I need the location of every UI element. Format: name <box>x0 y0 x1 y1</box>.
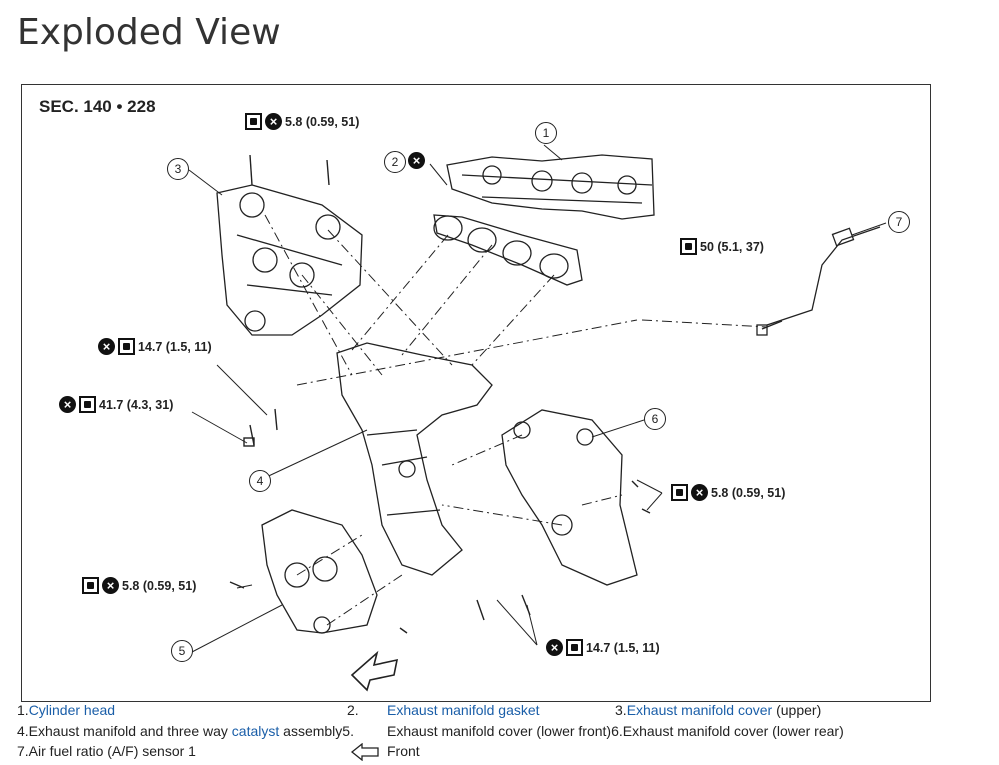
legend-item-front <box>350 743 380 762</box>
torque-spec-nut-left: × 41.7 (4.3, 31) <box>59 396 173 413</box>
torque-spec-right: × 5.8 (0.59, 51) <box>671 484 785 501</box>
legend-number: 3. <box>615 702 627 718</box>
exhaust-manifold-cover-upper <box>216 184 363 336</box>
front-arrow-icon <box>350 743 379 762</box>
diagram-drawing <box>188 144 887 692</box>
legend-item-3: 3.Exhaust manifold cover (upper) <box>615 702 821 718</box>
torque-wrench-icon <box>79 396 96 413</box>
torque-spec-lower-left: × 5.8 (0.59, 51) <box>82 577 196 594</box>
parts-legend: 1.Cylinder head 2. Exhaust manifold gask… <box>17 702 977 764</box>
torque-value: 14.7 (1.5, 11) <box>586 640 660 655</box>
torque-value: 5.8 (0.59, 51) <box>122 578 197 593</box>
do-not-reuse-icon: × <box>59 396 76 413</box>
torque-wrench-icon <box>680 238 697 255</box>
torque-spec-stud-left: × 14.7 (1.5, 11) <box>98 338 212 355</box>
legend-number-2: 2. <box>347 702 359 718</box>
legend-row: 7.Air fuel ratio (A/F) sensor 1 Front <box>17 743 977 764</box>
link-cylinder-head[interactable]: Cylinder head <box>28 702 116 718</box>
torque-wrench-icon <box>82 577 99 594</box>
front-arrow-shape <box>350 650 399 692</box>
callout-4: 4 <box>249 470 271 492</box>
do-not-reuse-icon: × <box>691 484 708 501</box>
torque-spec-top: × 5.8 (0.59, 51) <box>245 113 359 130</box>
link-catalyst[interactable]: catalyst <box>231 722 280 739</box>
callout-2: 2 <box>384 151 406 173</box>
legend-number: 1. <box>17 702 29 718</box>
callout-7: 7 <box>888 211 910 233</box>
do-not-reuse-icon: × <box>408 152 425 169</box>
legend-item-1: 1.Cylinder head <box>17 702 115 718</box>
legend-row: 4.Exhaust manifold and three way catalys… <box>17 723 977 744</box>
exhaust-manifold-gasket <box>433 214 583 286</box>
exhaust-manifold-cover-lower-front <box>261 509 378 634</box>
torque-value: 50 (5.1, 37) <box>700 239 764 254</box>
legend-row: 1.Cylinder head 2. Exhaust manifold gask… <box>17 702 977 723</box>
do-not-reuse-icon: × <box>102 577 119 594</box>
torque-spec-bottom: × 14.7 (1.5, 11) <box>546 639 660 656</box>
link-exhaust-manifold-cover[interactable]: Exhaust manifold cover <box>626 702 773 718</box>
callout-6: 6 <box>644 408 666 430</box>
do-not-reuse-icon: × <box>265 113 282 130</box>
do-not-reuse-icon: × <box>98 338 115 355</box>
torque-spec-sensor: 50 (5.1, 37) <box>680 238 764 255</box>
torque-value: 14.7 (1.5, 11) <box>138 339 212 354</box>
torque-wrench-icon <box>566 639 583 656</box>
callout-3: 3 <box>167 158 189 180</box>
torque-value: 5.8 (0.59, 51) <box>285 114 360 129</box>
torque-wrench-icon <box>671 484 688 501</box>
torque-value: 41.7 (4.3, 31) <box>99 397 174 412</box>
do-not-reuse-icon: × <box>546 639 563 656</box>
callout-5: 5 <box>171 640 193 662</box>
legend-suffix: (upper) <box>772 702 822 718</box>
legend-text: 4.Exhaust manifold and three way <box>17 722 232 739</box>
legend-item-7: 7.Air fuel ratio (A/F) sensor 1 <box>17 743 196 759</box>
exploded-view-diagram: SEC. 140 • 228 1 2 3 4 5 6 7 × × 5.8 (0.… <box>21 84 931 702</box>
torque-wrench-icon <box>245 113 262 130</box>
exhaust-manifold-cover-lower-rear <box>501 409 638 586</box>
legend-item-2: Exhaust manifold gasket <box>387 702 540 718</box>
af-sensor <box>766 226 881 326</box>
legend-front-label: Front <box>387 743 420 759</box>
torque-value: 5.8 (0.59, 51) <box>711 485 786 500</box>
page-title: Exploded View <box>17 12 281 53</box>
legend-item-4: 4.Exhaust manifold and three way catalys… <box>17 723 354 739</box>
legend-text: assembly5. <box>279 722 354 739</box>
section-label: SEC. 140 • 228 <box>39 97 156 116</box>
legend-item-5-6: Exhaust manifold cover (lower front)6.Ex… <box>387 722 844 739</box>
callout-1: 1 <box>535 122 557 144</box>
link-exhaust-manifold-gasket[interactable]: Exhaust manifold gasket <box>387 702 540 718</box>
torque-wrench-icon <box>118 338 135 355</box>
